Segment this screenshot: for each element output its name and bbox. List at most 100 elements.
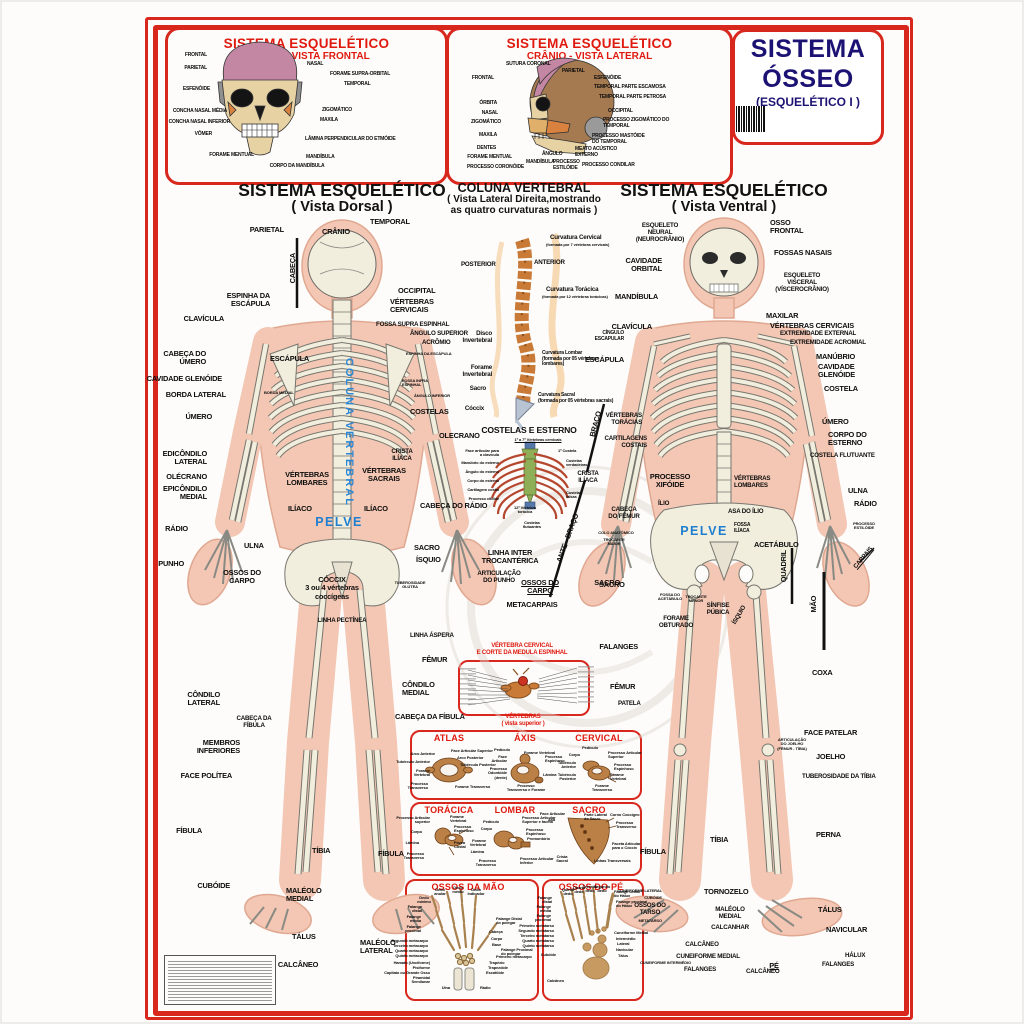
- anatomy-label: Forame Vertebral: [469, 838, 486, 848]
- anatomy-label: Forame Vertebral: [450, 814, 467, 824]
- anatomy-label: Falange Distal do polegar: [496, 916, 522, 926]
- anatomy-label: Tubérculo Posterior: [557, 772, 576, 782]
- anatomy-label: Cartilagem costal: [467, 487, 499, 492]
- anatomy-label: 1ª Costela: [558, 448, 577, 453]
- anatomy-label: CÔNDILO MEDIAL: [402, 680, 435, 698]
- anatomy-label: VÔMER: [194, 131, 213, 137]
- anatomy-label: Forame Vertebral: [610, 772, 627, 782]
- anatomy-label: Quinto metatarso: [522, 943, 554, 948]
- anatomy-label: Quinto metacarpo: [395, 953, 428, 958]
- anatomy-label: OSSOS DA MÃO: [431, 882, 505, 892]
- anatomy-label: CORPO DA MANDÍBULA: [269, 163, 325, 169]
- anatomy-label: Processo xifóide: [468, 496, 500, 501]
- anatomy-label: Cubóide: [540, 952, 556, 957]
- anatomy-label: FOSSA SUPRA ESPINHAL: [376, 321, 450, 328]
- anatomy-label: SACRO: [572, 805, 606, 815]
- anatomy-label: CLAVÍCULA: [611, 322, 653, 331]
- dorsal-section-subtitle: ( Vista Dorsal ): [291, 199, 393, 215]
- anatomy-label: Dedo médio: [452, 885, 464, 895]
- anatomy-label: CAVIDADE GLENÓIDE: [818, 362, 855, 380]
- anatomy-label: Terceiro metatarso: [520, 933, 554, 938]
- anatomy-label: SUTURA CORONAL: [506, 61, 551, 67]
- anatomy-label: ÓRBITA: [479, 100, 497, 106]
- anatomy-label: ASA DO ÍLIO: [728, 508, 764, 515]
- anatomy-label: CRISTA ILÍACA: [577, 470, 599, 484]
- anatomy-label: EPICÔNDILO MEDIAL: [163, 484, 207, 502]
- anatomy-label: Quarto dedo: [572, 885, 586, 895]
- anatomy-label: PROCESSO ESTILÓIDE: [853, 521, 875, 531]
- anatomy-label: FALANGES: [822, 961, 855, 968]
- anatomy-label: FACE PATELAR: [804, 728, 858, 737]
- anatomy-label: FÍBULA: [176, 826, 202, 835]
- anatomy-label: Dedo mínimo: [417, 895, 431, 905]
- anatomy-label: Forame Vertebral: [524, 750, 556, 755]
- anatomy-label: CUNEIFORME MEDIAL: [676, 953, 740, 960]
- anatomy-label: Cabeça: [489, 929, 503, 934]
- anatomy-label: MÃO: [808, 595, 818, 613]
- spine-lateral-illustration: [489, 233, 565, 429]
- anatomy-label: (formada por 12 vértebras torácicas): [542, 294, 608, 299]
- anatomy-label: CALCANHAR: [711, 924, 749, 931]
- anatomy-label: Falange distal: [407, 904, 423, 914]
- anatomy-label: LINHA PECTÍNEA: [317, 617, 367, 624]
- anatomy-label: Base: [492, 942, 502, 947]
- anatomy-label: BORDA MEDIAL: [264, 390, 294, 395]
- anatomy-label: CLAVÍCULA: [183, 314, 225, 323]
- anatomy-label: OLÉCRANO: [166, 472, 207, 481]
- anatomy-label: CALCÂNEO: [685, 941, 719, 948]
- anatomy-label: PATELA: [618, 700, 641, 707]
- anatomy-label: Face Articular: [539, 811, 565, 816]
- anatomy-label: CABEÇA DA FÍBULA: [395, 712, 465, 721]
- anatomy-label: Lâmina: [543, 772, 557, 777]
- anatomy-label: MANDÍBULA: [526, 159, 555, 165]
- anatomy-label: Ângulo do esterno: [465, 469, 499, 474]
- anatomy-label: Face Articular Superior: [451, 748, 493, 753]
- anatomy-label: CUNEIFORME LATERAL: [617, 888, 662, 893]
- anatomy-label: PROCESSO XIFÓIDE: [649, 472, 691, 490]
- anatomy-label: MALÉOLO MEDIAL: [715, 906, 745, 920]
- hand-bones-illustration: [430, 888, 498, 991]
- anatomy-label: LINHA INTER TROCANTÉRICA: [481, 548, 539, 566]
- anatomy-label: METATARSO: [638, 918, 662, 923]
- anatomy-label: VÉRTEBRA CERVICAL E CORTE DA MEDULA ESPI…: [476, 643, 568, 656]
- anatomy-label: Processo Articular Superior e faceta: [522, 815, 556, 825]
- ventral-skeleton-illustration: [578, 217, 870, 937]
- anatomy-label: OCCIPITAL: [608, 108, 633, 114]
- anatomy-label: FRONTAL: [184, 52, 207, 58]
- anatomy-label: TEMPORAL PARTE ESCAMOSA: [594, 84, 666, 90]
- anatomy-label: ZIGOMÁTICO: [322, 107, 352, 113]
- poster-title-box: SISTEMA ÓSSEO (ESQUELÉTICO I ): [732, 29, 884, 145]
- anatomy-label: ANTERIOR: [534, 259, 565, 266]
- ventral-section-title: SISTEMA ESQUELÉTICO: [620, 180, 828, 200]
- dorsal-section-title: SISTEMA ESQUELÉTICO: [238, 180, 446, 200]
- anatomy-label: Intermédio: [616, 936, 636, 941]
- anatomy-label: Face Articular: [491, 754, 507, 764]
- anatomy-label: Hamato (Unciforme): [393, 960, 431, 965]
- anatomy-label: PERNA: [816, 830, 841, 839]
- anatomy-label: Quarto metacarpo: [395, 948, 428, 953]
- anatomy-label: EXTREMIDADE ACROMIAL: [790, 339, 866, 346]
- anatomy-label: EXTREMIDADE EXTERNAL: [780, 330, 857, 337]
- skull-lateral-box: SISTEMA ESQUELÉTICO CRÂNIO - VISTA LATER…: [446, 27, 733, 185]
- anatomy-label: OSSOS DO PÉ: [558, 882, 624, 892]
- anatomy-label: Pisiforme: [412, 965, 430, 970]
- anatomy-label: FORAME MENTUAL: [209, 152, 254, 158]
- anatomy-label: TORÁCICA: [424, 805, 474, 815]
- anatomy-label: MAXILA: [479, 132, 497, 138]
- anatomy-label: QUADRIL: [778, 550, 788, 583]
- anatomy-label: Falange média: [406, 914, 422, 924]
- anatomy-label: LÂMINA PERPENDICULAR DO ETMÓIDE: [305, 136, 396, 142]
- anatomy-label: Costelas falsas: [566, 490, 582, 500]
- anatomy-label: TEMPORAL: [370, 217, 410, 226]
- anatomy-label: Terceiro dedo: [582, 884, 598, 894]
- anatomy-label: PUNHO: [158, 559, 184, 568]
- anatomy-label: Navicular: [616, 947, 634, 952]
- anatomy-label: FORAME SUPRA-ORBITAL: [330, 71, 391, 77]
- anatomy-label: ÚMERO: [822, 417, 849, 426]
- anatomy-label: TROCANTE MENOR: [685, 594, 707, 604]
- anatomy-label: Curvatura Sacral (formada por 05 vértebr…: [538, 392, 614, 404]
- anatomy-label: VÉRTEBRAS CERVICAIS: [390, 297, 434, 315]
- anatomy-label: CABEÇA DO FÊMUR: [608, 506, 640, 520]
- anatomy-label: Sacro: [469, 385, 486, 392]
- anatomy-label: CÍNGULO ESCAPULAR: [594, 330, 625, 342]
